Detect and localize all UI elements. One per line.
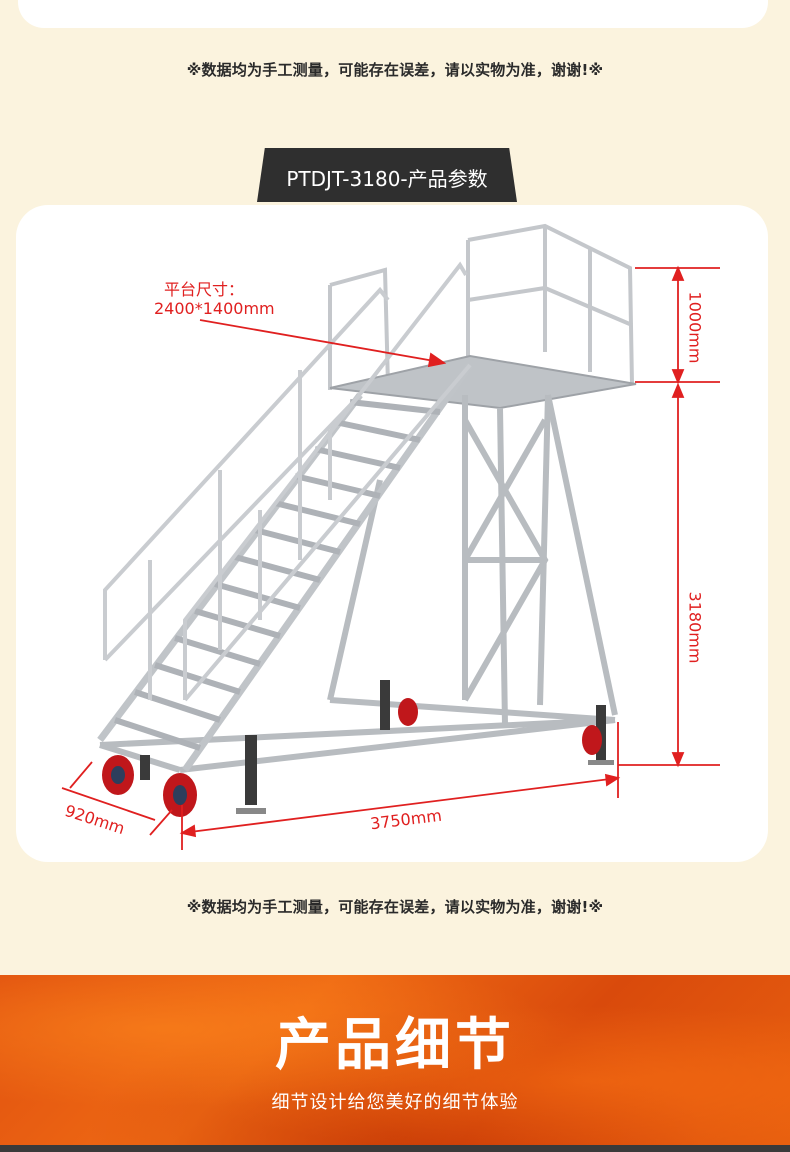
dim-platform-height: 3180mm — [685, 591, 705, 664]
product-title: PTDJT-3180-产品参数 — [286, 167, 488, 191]
banner-bottom-strip — [0, 1145, 790, 1152]
title-tab — [257, 148, 517, 202]
product-card — [16, 205, 768, 862]
details-banner-subtitle: 细节设计给您美好的细节体验 — [271, 1092, 519, 1113]
platform-size: 2400*1400mm — [154, 299, 275, 318]
support-frame — [99, 394, 618, 773]
wheels — [102, 698, 602, 817]
stair-illustration — [61, 223, 720, 850]
stair-handrails — [103, 261, 472, 702]
measurement-note-bottom: ※数据均为手工测量，可能存在误差，请以实物为准，谢谢!※ — [186, 898, 604, 916]
measurement-note-top: ※数据均为手工测量，可能存在误差，请以实物为准，谢谢!※ — [186, 61, 604, 79]
top-card — [18, 0, 768, 28]
outriggers — [140, 680, 614, 814]
details-banner — [0, 975, 790, 1152]
dimension-lines — [61, 265, 720, 850]
dim-guard-height: 1000mm — [685, 291, 705, 364]
platform-guardrail — [328, 223, 634, 390]
details-banner-title: 产品细节 — [275, 1013, 515, 1078]
stair-treads — [114, 399, 441, 751]
platform-label: 平台尺寸： — [164, 280, 245, 299]
